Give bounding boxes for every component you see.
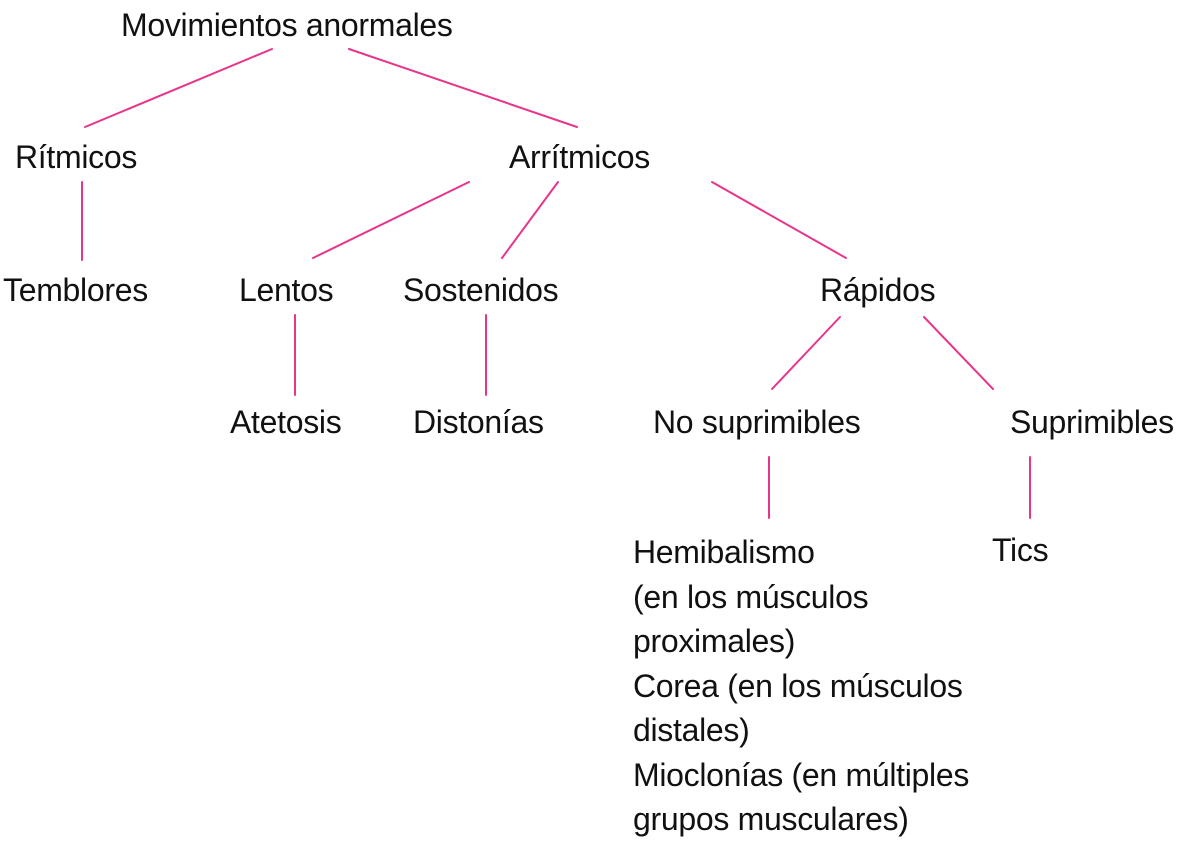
node-movimientos-anormales: Movimientos anormales <box>121 7 453 43</box>
detail-line: proximales) <box>633 623 796 659</box>
node-arritmicos: Arrítmicos <box>509 139 651 175</box>
node-suprimibles: Suprimibles <box>1010 404 1174 440</box>
detail-line: Mioclonías (en múltiples <box>633 756 970 793</box>
connector-arritmicos-sostenidos <box>501 181 559 259</box>
detail-line: (en los músculos <box>633 578 869 615</box>
node-sostenidos: Sostenidos <box>403 272 559 308</box>
node-distonias: Distonías <box>413 404 544 440</box>
detail-line: grupos musculares) <box>633 801 909 837</box>
no-suprimibles-details: Hemibalismo (en los músculos proximales)… <box>633 530 969 842</box>
node-no-suprimibles: No suprimibles <box>653 404 861 440</box>
node-temblores: Temblores <box>3 272 148 308</box>
connector-rapidos-suprimibles <box>923 316 994 390</box>
node-lentos: Lentos <box>239 272 334 308</box>
node-rapidos: Rápidos <box>820 272 936 308</box>
detail-line: Hemibalismo <box>633 534 815 570</box>
connector-root-ritmicos <box>84 48 273 128</box>
connector-root-arritmicos <box>348 48 578 128</box>
node-atetosis: Atetosis <box>230 404 342 440</box>
connector-arritmicos-lentos <box>312 181 470 259</box>
connector-arritmicos-rapidos <box>711 181 847 259</box>
detail-line: Corea (en los músculos <box>633 667 963 704</box>
node-tics: Tics <box>992 532 1049 568</box>
node-ritmicos: Rítmicos <box>15 139 138 175</box>
connector-rapidos-no-suprimibles <box>771 316 841 390</box>
detail-line: distales) <box>633 712 750 748</box>
